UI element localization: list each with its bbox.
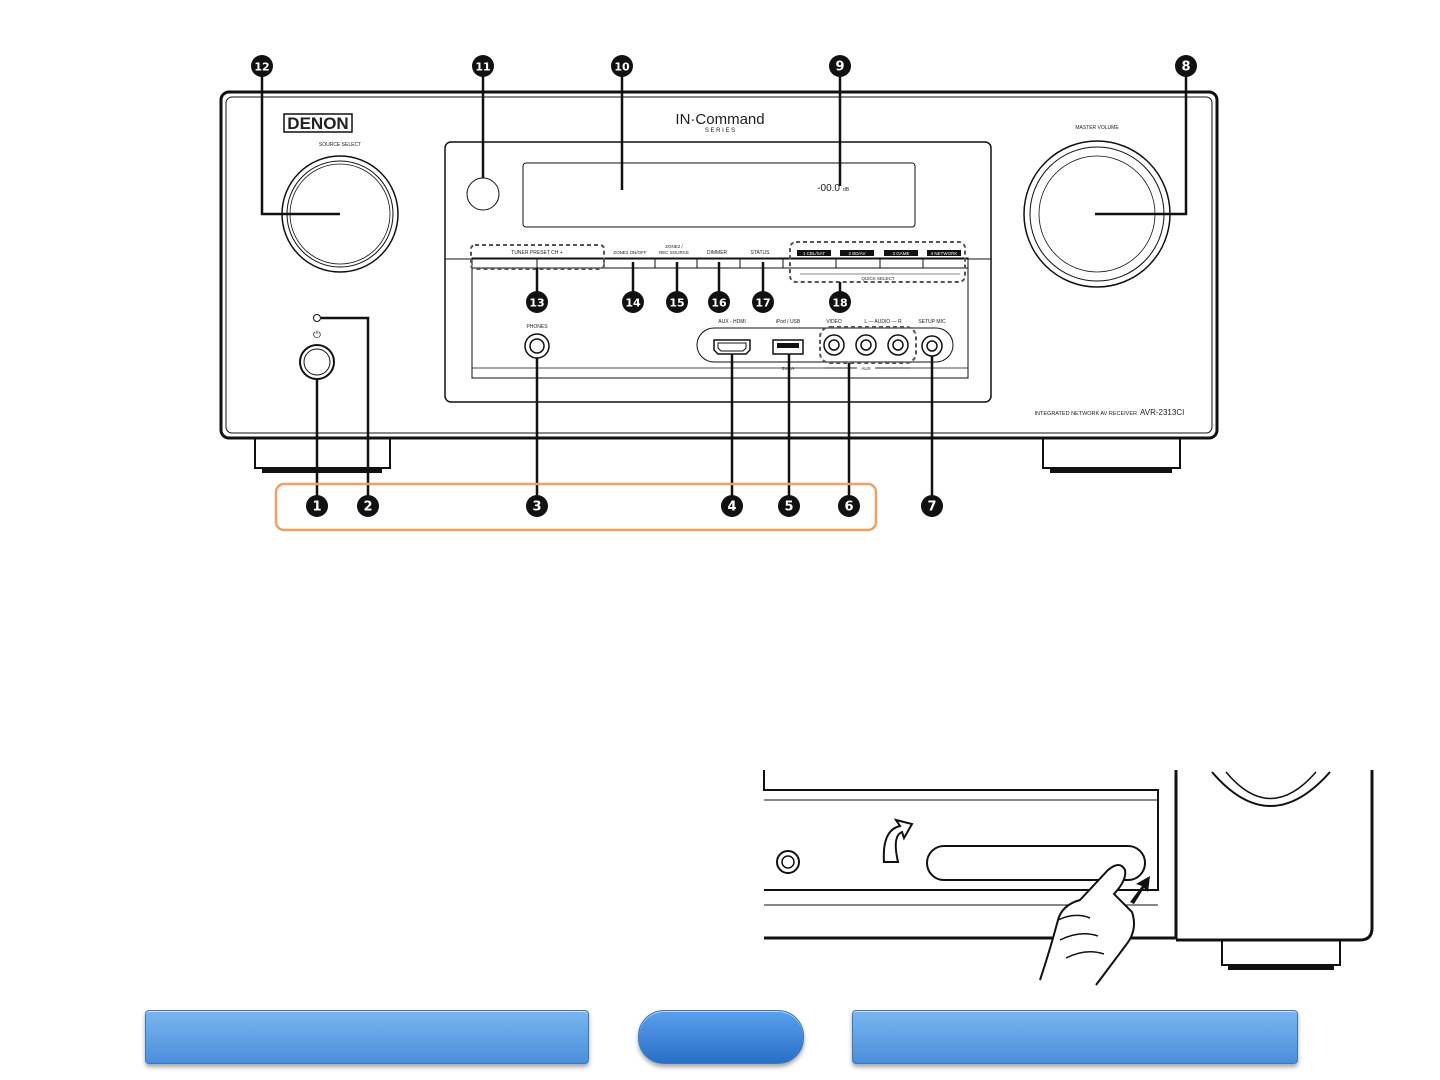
usb-port[interactable]	[772, 339, 804, 355]
hdmi-port[interactable]	[713, 339, 751, 355]
series-subtitle: S E R I E S	[705, 128, 735, 134]
svg-text:13: 13	[529, 297, 544, 310]
nav-next-button[interactable]	[852, 1010, 1298, 1064]
nav-previous-button[interactable]	[145, 1010, 589, 1064]
callout-markers: 12 11 10 9 8 13 14 15 16 17 18 1 2 3 4 5…	[251, 55, 1197, 517]
ipod-usb-label: iPod / USB	[776, 319, 801, 325]
status-label: STATUS	[751, 250, 771, 256]
svg-text:3: 3	[532, 500, 541, 515]
setup-mic-jack[interactable]	[921, 335, 943, 357]
callout-7: 7	[921, 495, 943, 517]
zone2-onoff-label: ZONE2 ON/OFF	[613, 250, 647, 255]
closeup-door-flap	[926, 845, 1146, 881]
callout-6: 6	[838, 495, 860, 517]
rca-audio-right-jack[interactable]	[887, 334, 909, 356]
svg-text:10: 10	[614, 61, 630, 74]
power-indicator-led	[313, 314, 321, 322]
model-name: AVR-2313CI	[1140, 408, 1184, 417]
callout-2: 2	[357, 495, 379, 517]
dimmer-label: DIMMER	[707, 250, 728, 256]
callout-1: 1	[306, 495, 328, 517]
video-label: VIDEO	[826, 319, 842, 325]
display-readout-unit: dB	[843, 187, 850, 193]
svg-text:11: 11	[475, 61, 490, 74]
quick-select-1[interactable]: 1 CBL/SAT	[803, 251, 825, 256]
phones-label: PHONES	[526, 324, 548, 330]
aux-hdmi-label: AUX - HDMI	[718, 319, 746, 325]
svg-text:6: 6	[844, 500, 853, 515]
callout-8: 8	[1175, 55, 1197, 77]
svg-text:12: 12	[254, 61, 269, 74]
quick-select-tags	[797, 250, 961, 256]
quick-select-2[interactable]: 2 BD/AV	[849, 251, 866, 256]
closeup-headphone-jack	[776, 850, 800, 874]
callout-13: 13	[526, 291, 548, 313]
zone2-rec-label-2: REC SOURCE	[659, 250, 689, 255]
callout-11: 11	[472, 55, 494, 77]
svg-text:15: 15	[669, 297, 684, 310]
svg-text:8: 8	[1181, 60, 1190, 75]
callout-4: 4	[721, 495, 743, 517]
door-closeup-illustration	[763, 770, 1374, 986]
svg-text:7: 7	[927, 500, 936, 515]
leader-lines	[260, 66, 1188, 505]
quick-select-4[interactable]: 4 NETWORK	[931, 251, 958, 256]
callout-5: 5	[778, 495, 800, 517]
setup-mic-label: SETUP MIC	[918, 319, 946, 325]
svg-text:4: 4	[727, 500, 736, 515]
zone2-rec-label-1: ZONE2 /	[665, 244, 683, 249]
display-readout-value: -00.0	[817, 183, 840, 194]
rca-video-jack[interactable]	[823, 334, 845, 356]
svg-text:18: 18	[832, 297, 847, 310]
brand-name: DENON	[287, 114, 348, 133]
remote-sensor	[466, 177, 500, 211]
svg-text:16: 16	[711, 297, 727, 310]
denon-logo: DENON	[283, 113, 353, 133]
front-display	[522, 162, 916, 228]
callout-3: 3	[526, 495, 548, 517]
source-select-label: SOURCE SELECT	[319, 142, 361, 148]
phones-jack[interactable]	[524, 333, 550, 359]
nav-home-button[interactable]	[638, 1010, 804, 1064]
svg-text:9: 9	[835, 60, 844, 75]
callout-18: 18	[829, 291, 851, 313]
series-logo: IN·Command	[675, 111, 764, 128]
hand-icon	[1039, 864, 1135, 986]
aux-label: AUX	[861, 366, 870, 371]
aux-av-highlight	[819, 326, 917, 364]
callout-15: 15	[666, 291, 688, 313]
callout-16: 16	[708, 291, 730, 313]
power-symbol: ⏻	[313, 330, 321, 341]
open-arrow-icon	[882, 818, 914, 863]
svg-text:17: 17	[755, 297, 770, 310]
svg-text:5: 5	[784, 500, 793, 515]
svg-text:2: 2	[363, 500, 372, 515]
quick-select-highlight	[789, 241, 966, 283]
power-button[interactable]	[299, 344, 335, 380]
callout-12: 12	[251, 55, 273, 77]
svg-text:14: 14	[625, 297, 641, 310]
callout-17: 17	[752, 291, 774, 313]
quick-select-label: QUICK SELECT	[861, 276, 894, 281]
callout-highlight-box	[274, 482, 878, 532]
audio-lr-label: L — AUDIO — R	[864, 319, 902, 325]
quick-select-3[interactable]: 3 GAME	[892, 251, 909, 256]
svg-text:1: 1	[312, 500, 321, 515]
master-volume-label: MASTER VOLUME	[1075, 125, 1119, 131]
push-arrow-icon	[1130, 876, 1150, 904]
rca-audio-left-jack[interactable]	[855, 334, 877, 356]
tuner-preset-label: TUNER PRESET CH +	[511, 250, 563, 256]
callout-14: 14	[622, 291, 644, 313]
callout-9: 9	[829, 55, 851, 77]
callout-10: 10	[611, 55, 633, 77]
center-panel	[444, 141, 992, 403]
model-prefix: INTEGRATED NETWORK AV RECEIVER	[1035, 411, 1138, 417]
